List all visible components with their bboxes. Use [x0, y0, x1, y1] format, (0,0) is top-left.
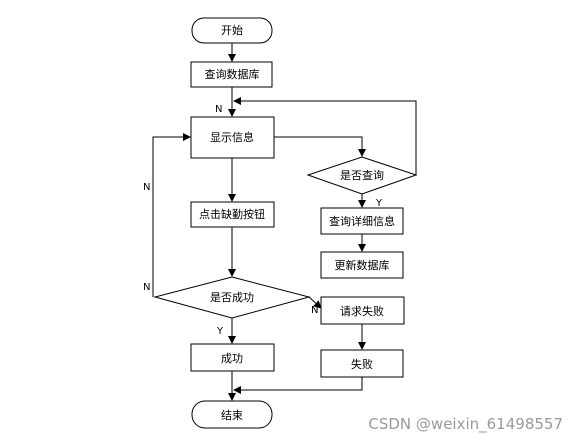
edge-isquery-loop [233, 97, 417, 175]
node-request-fail-label: 请求失败 [340, 304, 384, 318]
node-fail: 失败 [320, 349, 404, 378]
node-show-info: 显示信息 [190, 116, 275, 159]
node-success-label: 成功 [221, 352, 243, 365]
node-fail-label: 失败 [351, 357, 373, 371]
node-is-query-label: 是否查询 [340, 168, 384, 182]
node-query-detail: 查询详细信息 [320, 207, 404, 235]
node-update-db-label: 更新数据库 [335, 258, 390, 272]
node-click-absent-label: 点击缺勤按钮 [199, 207, 265, 221]
node-is-success-label: 是否成功 [210, 291, 254, 304]
node-request-fail: 请求失败 [320, 296, 405, 325]
edge-label-y-query: Y [375, 198, 383, 209]
connectors [152, 42, 417, 401]
edge-show-isquery [274, 136, 366, 157]
node-query-detail-label: 查询详细信息 [329, 214, 395, 228]
node-show-info-label: 显示信息 [210, 130, 254, 144]
node-query-db: 查询数据库 [190, 61, 273, 88]
node-click-absent: 点击缺勤按钮 [190, 201, 275, 228]
edge-issuccess-loop [152, 133, 191, 297]
watermark: CSDN @weixin_61498557 [368, 415, 563, 434]
edge-label-y-success: Y [216, 326, 224, 337]
node-success: 成功 [190, 343, 275, 372]
node-is-query: 是否查询 [306, 156, 418, 195]
edge-issuccess-request [308, 296, 322, 309]
edge-fail-end [233, 377, 363, 394]
node-query-db-label: 查询数据库 [205, 67, 260, 81]
node-start: 开始 [191, 17, 273, 44]
edge-label-n-request: N [311, 305, 318, 316]
node-is-success: 是否成功 [153, 276, 311, 319]
node-end: 结束 [191, 400, 273, 429]
edge-label-n-left: N [143, 182, 150, 193]
node-update-db: 更新数据库 [320, 251, 404, 279]
node-end-label: 结束 [221, 409, 243, 422]
node-start-label: 开始 [221, 23, 243, 37]
edge-label-n-top: N [215, 104, 222, 115]
edge-label-n-left-bottom: N [143, 282, 150, 293]
